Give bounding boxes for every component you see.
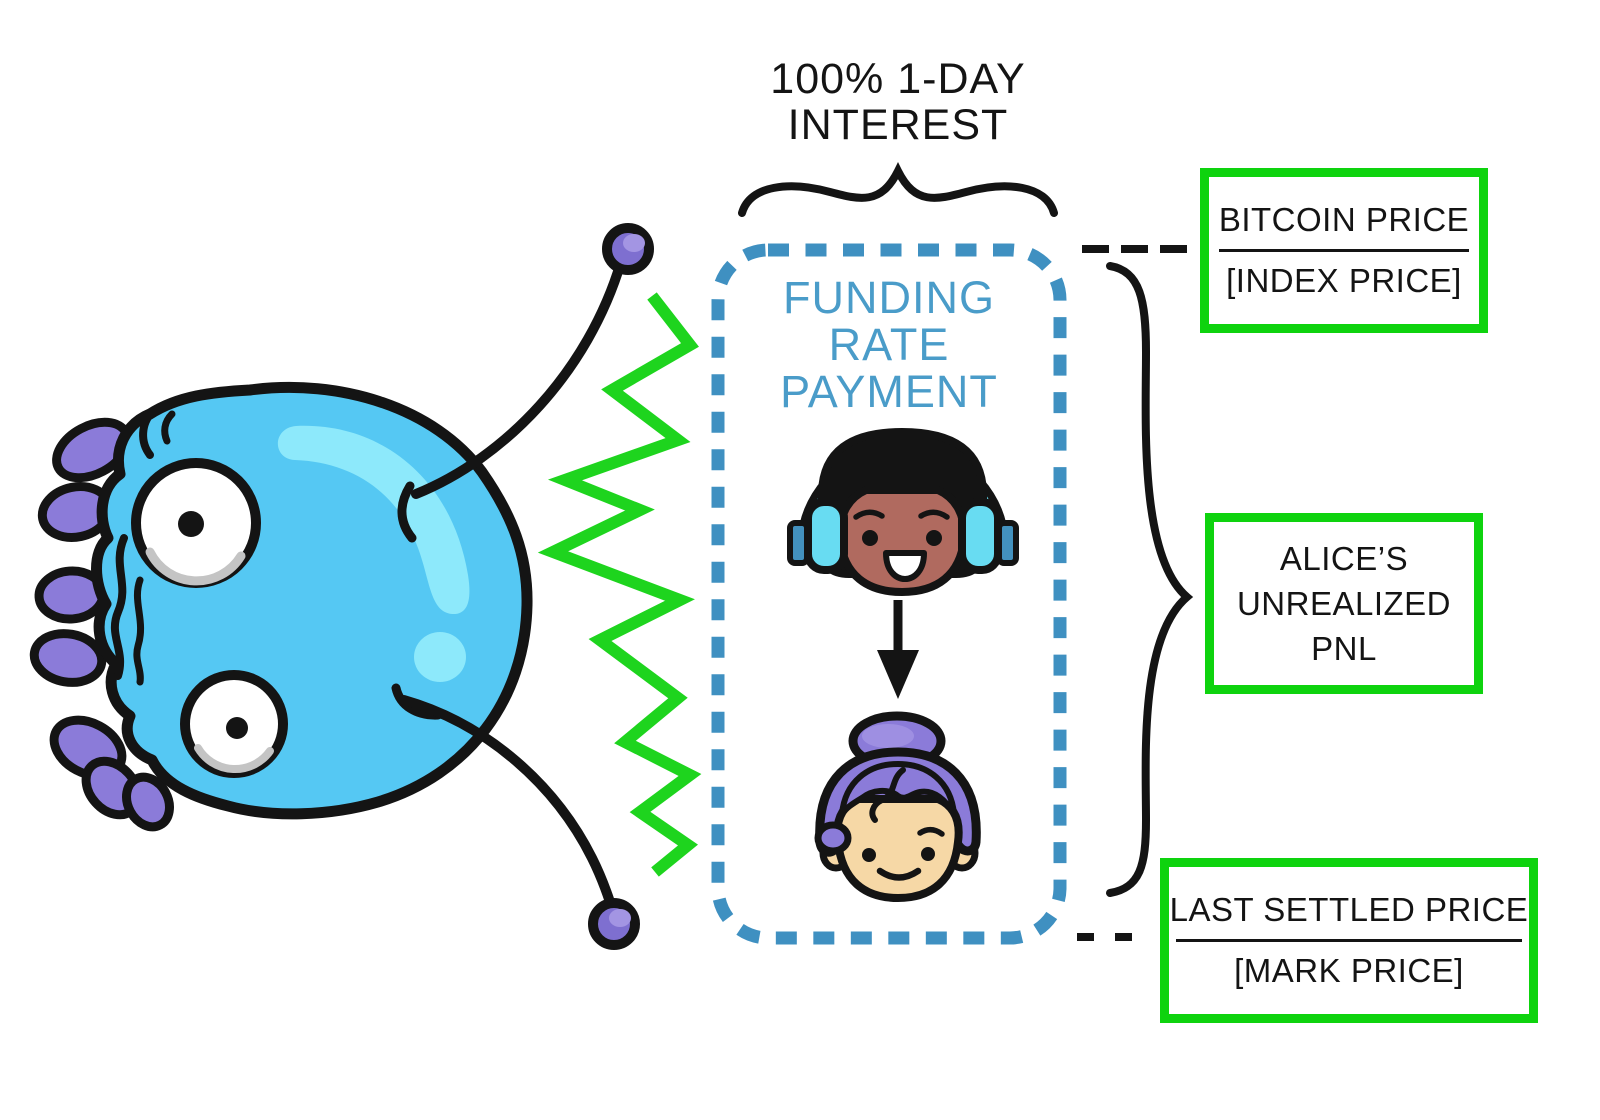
- pnl-line2: UNREALIZED: [1236, 585, 1452, 622]
- alice-avatar: [814, 711, 981, 902]
- funding-line1: FUNDING: [783, 272, 995, 323]
- pnl-line3: PNL: [1311, 630, 1377, 667]
- pnl-line1: ALICE’S: [1279, 540, 1409, 577]
- mark-price-numerator: LAST SETTLED PRICE: [1169, 891, 1529, 928]
- funding-line2: RATE: [828, 319, 950, 370]
- curly-brace-horizontal: [738, 162, 1058, 217]
- zigzag-icon: [537, 292, 702, 877]
- alice-hair-curl: [814, 821, 852, 855]
- alice-mouth: [876, 867, 922, 881]
- monster-illustration: [29, 223, 654, 950]
- interest-line2: INTEREST: [787, 101, 1009, 149]
- monster-highlight-dot: [414, 632, 466, 682]
- monster-eyes: [131, 458, 288, 778]
- interest-line1: 100% 1-DAY: [770, 55, 1026, 103]
- fraction-bar: [1219, 249, 1469, 252]
- index-price-numerator: BITCOIN PRICE: [1218, 201, 1470, 238]
- down-arrow-icon: [877, 600, 919, 699]
- monster-highlight: [277, 425, 470, 615]
- mark-price-denominator: [MARK PRICE]: [1234, 952, 1464, 989]
- funding-line3: PAYMENT: [780, 366, 998, 417]
- mark-price-box: LAST SETTLED PRICE [MARK PRICE]: [1160, 858, 1538, 1023]
- index-price-box: BITCOIN PRICE [INDEX PRICE]: [1200, 168, 1488, 333]
- interest-annotation: 100% 1-DAY INTEREST: [698, 56, 1098, 148]
- alice-fringe: [839, 761, 957, 817]
- dashed-funding-box: [711, 243, 1067, 945]
- alice-face: [833, 795, 963, 902]
- unrealized-pnl-box: ALICE’S UNREALIZED PNL: [1205, 513, 1483, 694]
- monster-antennae: [399, 223, 654, 950]
- index-price-denominator: [INDEX PRICE]: [1226, 262, 1462, 299]
- trader-with-headphones-avatar: [787, 428, 1019, 596]
- curly-brace-vertical: [1106, 262, 1194, 897]
- payer-mouth: [883, 550, 927, 582]
- funding-rate-payment-label: FUNDING RATE PAYMENT: [718, 274, 1060, 415]
- fraction-bar: [1176, 939, 1522, 942]
